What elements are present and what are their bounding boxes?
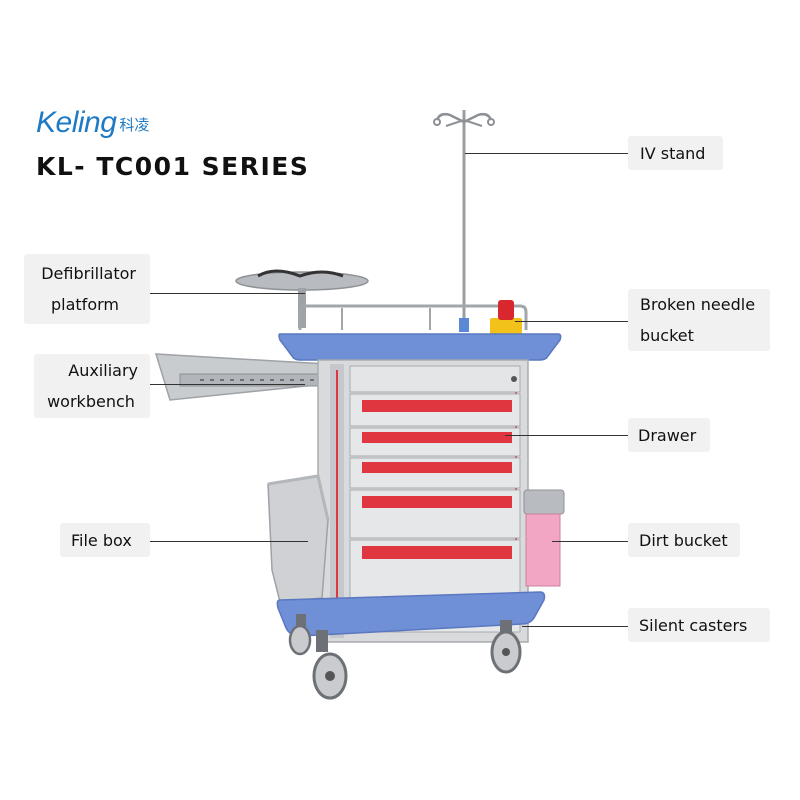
label-dirt-bucket-text: Dirt bucket [639, 530, 728, 550]
file-box-illustration [267, 474, 330, 603]
label-iv-stand: IV stand [628, 136, 723, 170]
auxiliary-workbench-illustration [154, 353, 327, 401]
leader-auxiliary [150, 384, 305, 385]
label-auxiliary-workbench: Auxiliary workbench [34, 354, 150, 418]
label-file-box-text: File box [71, 530, 132, 550]
label-silent-casters: Silent casters [628, 608, 770, 642]
label-broken-needle-line2: bucket [640, 326, 694, 345]
label-defibrillator-line2: platform [51, 295, 119, 314]
label-drawer-text: Drawer [638, 425, 697, 445]
label-iv-stand-text: IV stand [640, 143, 706, 163]
leader-drawer [505, 435, 628, 436]
label-dirt-bucket: Dirt bucket [628, 523, 740, 557]
brand-chinese-name: 科凌 [119, 116, 150, 134]
casters-illustration [288, 614, 522, 700]
defibrillator-platform-illustration [235, 269, 369, 328]
label-auxiliary-line1: Auxiliary [68, 361, 138, 380]
label-drawer: Drawer [628, 418, 710, 452]
broken-needle-bucket-illustration [490, 300, 522, 336]
label-defibrillator-line1: Defibrillator [41, 264, 136, 283]
label-defibrillator-platform: Defibrillator platform [24, 254, 150, 324]
leader-broken-needle [515, 321, 628, 322]
series-title: KL- TC001 SERIES [36, 152, 310, 181]
label-silent-casters-text: Silent casters [639, 615, 748, 635]
label-broken-needle-bucket: Broken needle bucket [628, 289, 770, 351]
leader-iv-stand [465, 153, 628, 154]
leader-silent-casters [522, 626, 628, 627]
leader-file-box [150, 541, 308, 542]
leader-defibrillator [150, 293, 305, 294]
label-file-box: File box [60, 523, 150, 557]
dirt-bucket-illustration [523, 489, 565, 587]
brand-name: Keling [36, 106, 117, 139]
leader-dirt-bucket [552, 541, 628, 542]
brand-logo: Keling 科凌 [36, 106, 149, 138]
iv-stand-illustration [433, 110, 495, 332]
label-broken-needle-line1: Broken needle [640, 295, 756, 314]
label-auxiliary-line2: workbench [47, 392, 135, 411]
drawers-illustration [349, 393, 521, 633]
